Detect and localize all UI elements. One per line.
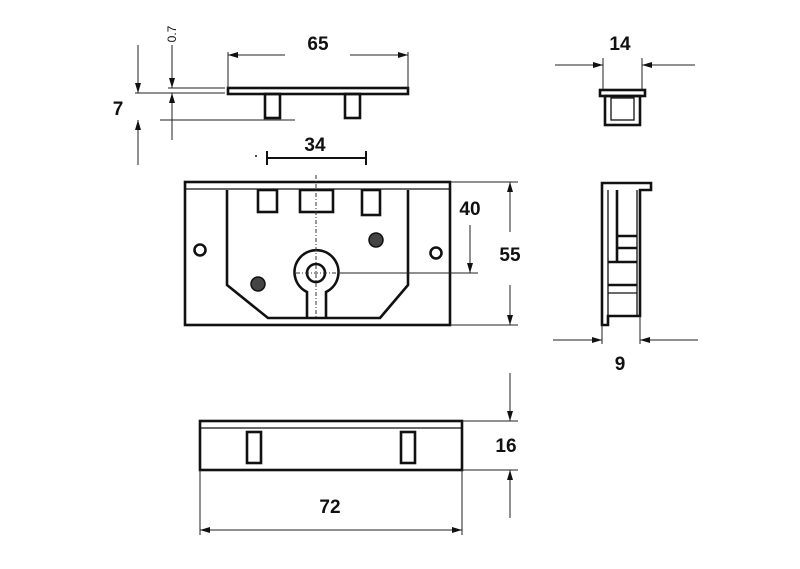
pin-right — [343, 92, 362, 120]
slot — [256, 188, 279, 214]
dim-label-65: 65 — [307, 34, 329, 55]
mount-hole-left — [193, 243, 207, 257]
dim-label-7: 7 — [113, 99, 124, 120]
inner-outline — [225, 190, 410, 320]
pin-left — [263, 92, 282, 120]
pin-spacing-dimension: 34 — [255, 135, 367, 165]
dim-label-14: 14 — [609, 34, 631, 55]
dim-label-40: 40 — [459, 199, 480, 220]
dim-label-16: 16 — [495, 436, 516, 457]
side-view: 9 — [553, 181, 698, 375]
rivet — [250, 276, 266, 292]
dim-label-72: 72 — [319, 497, 340, 518]
dim-label-0-7: 0.7 — [165, 25, 179, 42]
slot — [399, 430, 417, 465]
body-outline — [183, 180, 452, 327]
top-view: 65 7 0.7 — [113, 25, 410, 165]
top-plate — [226, 86, 410, 96]
bottom-view: 16 72 — [198, 373, 518, 535]
end-view: 14 — [555, 34, 695, 127]
front-view: 40 55 — [183, 175, 521, 327]
dim-label-34: 34 — [304, 135, 326, 156]
slot — [245, 430, 263, 465]
mount-hole-right — [429, 246, 443, 260]
dim-label-9: 9 — [615, 354, 626, 375]
dim-label-55: 55 — [499, 245, 521, 266]
rivet — [368, 232, 384, 248]
slot — [360, 188, 382, 217]
